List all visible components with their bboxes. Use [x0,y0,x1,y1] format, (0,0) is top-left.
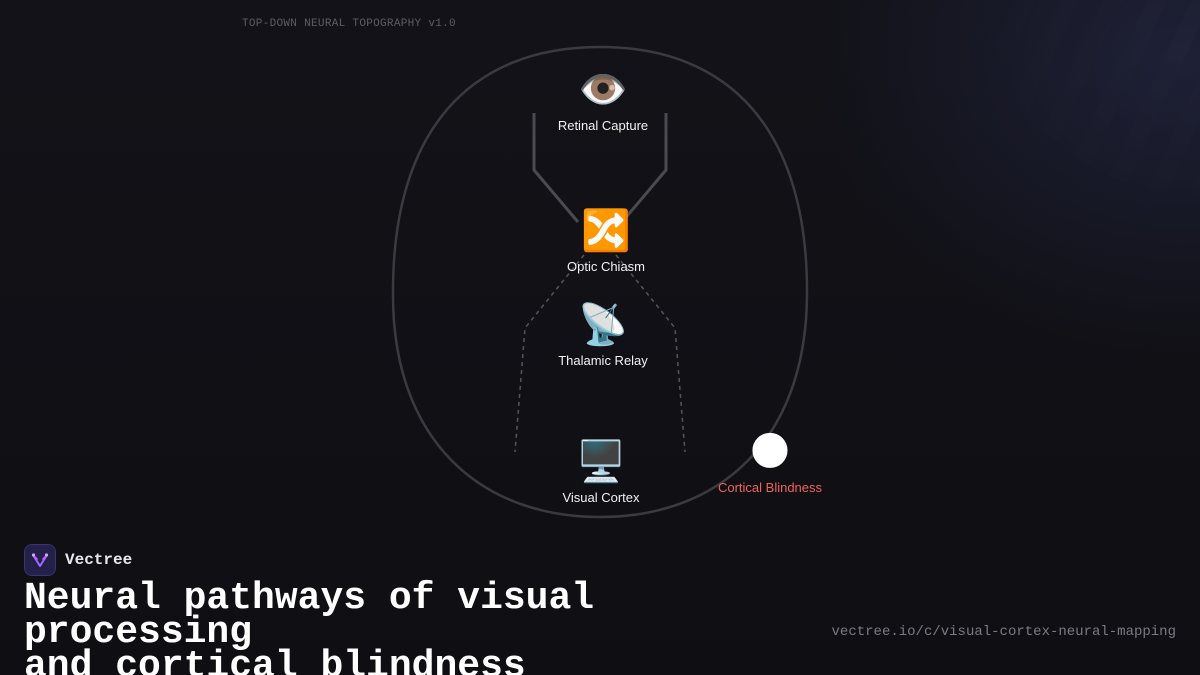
desktop-computer-icon: 🖥️ [576,440,626,484]
brand-name: Vectree [65,551,133,569]
node-retinal-capture[interactable]: 👁️ Retinal Capture [523,66,683,133]
satellite-dish-icon: 📡 [578,303,628,347]
new-moon-icon: 🌑 [749,430,791,474]
shuffle-icon: 🔀 [581,209,631,253]
brand[interactable]: Vectree [24,544,132,576]
node-thalamic-relay[interactable]: 📡 Thalamic Relay [523,301,683,368]
node-cortical-blindness[interactable]: 🌑 Cortical Blindness [690,428,850,495]
vectree-logo-icon [24,544,56,576]
page-title: Neural pathways of visual processing and… [24,577,824,675]
node-label: Visual Cortex [562,490,640,505]
node-label: Retinal Capture [557,118,649,133]
title-line-1: Neural pathways of visual processing [24,577,595,654]
optic-tract-right [615,254,686,453]
head-outline [391,45,809,519]
optic-nerve-left [532,113,580,223]
node-label: Thalamic Relay [558,353,648,368]
source-url[interactable]: vectree.io/c/visual-cortex-neural-mappin… [831,624,1176,640]
node-visual-cortex[interactable]: 🖥️ Visual Cortex [521,438,681,505]
node-label: Optic Chiasm [566,259,646,274]
optic-tract-left [514,254,585,453]
node-optic-chiasm[interactable]: 🔀 Optic Chiasm [526,207,686,274]
title-line-2: and cortical blindness [24,645,526,675]
eye-icon: 👁️ [578,68,628,112]
diagram-caption: TOP-DOWN NEURAL TOPOGRAPHY v1.0 [242,18,456,30]
node-label: Cortical Blindness [717,480,823,495]
optic-nerve-right [620,113,668,223]
